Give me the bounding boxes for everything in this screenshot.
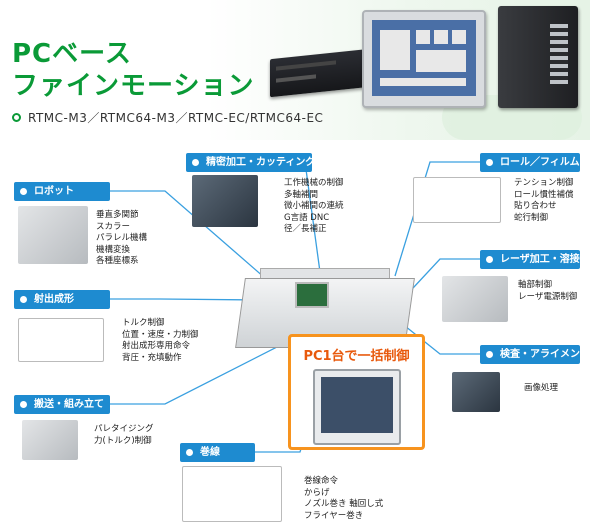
central-machine-image xyxy=(235,268,415,358)
desc-roll-film: テンション制御 ロール慣性補償 貼り合わせ 蛇行制御 xyxy=(514,178,574,223)
page-title: PCベース ファインモーション xyxy=(12,39,255,101)
desc-precision: 工作機械の制御 多軸補間 微小補間の連続 G言語 DNC 径／長補正 xyxy=(284,178,344,234)
winding-diagram-image xyxy=(182,466,282,522)
desc-injection: トルク制御 位置・速度・力制御 射出成形専用命令 背圧・充填動作 xyxy=(122,318,199,363)
inspection-image xyxy=(452,372,500,412)
controller-tablet-image xyxy=(313,369,401,445)
injection-diagram-image xyxy=(18,318,104,362)
desc-assembly: パレタイジング 力(トルク)制御 xyxy=(94,424,154,446)
laser-image xyxy=(442,276,508,322)
panel-pc-image xyxy=(362,10,486,108)
desc-inspection: 画像処理 xyxy=(524,383,559,393)
desc-winding: 巻線命令 からげ ノズル巻き 軸回し式 フライヤー巻き xyxy=(304,476,384,521)
label-robot: ロボット xyxy=(14,182,110,201)
model-list: RTMC-M3／RTMC64-M3／RTMC-EC/RTMC64-EC xyxy=(28,111,324,125)
roll-diagram-image xyxy=(413,177,501,223)
label-precision: 精密加工・カッティング xyxy=(186,153,315,172)
cutting-image xyxy=(192,175,258,227)
robot-image xyxy=(18,206,88,264)
callout-title: PC1台で一括制御 xyxy=(303,349,410,364)
callout-box: PC1台で一括制御 xyxy=(288,334,425,450)
label-assembly: 搬送・組み立て xyxy=(14,395,110,414)
label-roll-film: ロール／フィルム xyxy=(480,153,580,172)
bullet-icon xyxy=(12,113,21,122)
desc-robot: 垂直多関節 スカラー パラレル機構 機構変換 各種座標系 xyxy=(96,210,148,266)
label-inspection: 検査・アライメント xyxy=(480,345,590,364)
box-pc-image xyxy=(498,6,578,108)
label-laser: レーザ加工・溶接 xyxy=(480,250,580,269)
pallet-image xyxy=(22,420,78,460)
label-winding: 巻線 xyxy=(180,443,255,462)
label-injection: 射出成形 xyxy=(14,290,110,309)
desc-laser: 軸部制御 レーザ電源制御 xyxy=(518,280,578,302)
